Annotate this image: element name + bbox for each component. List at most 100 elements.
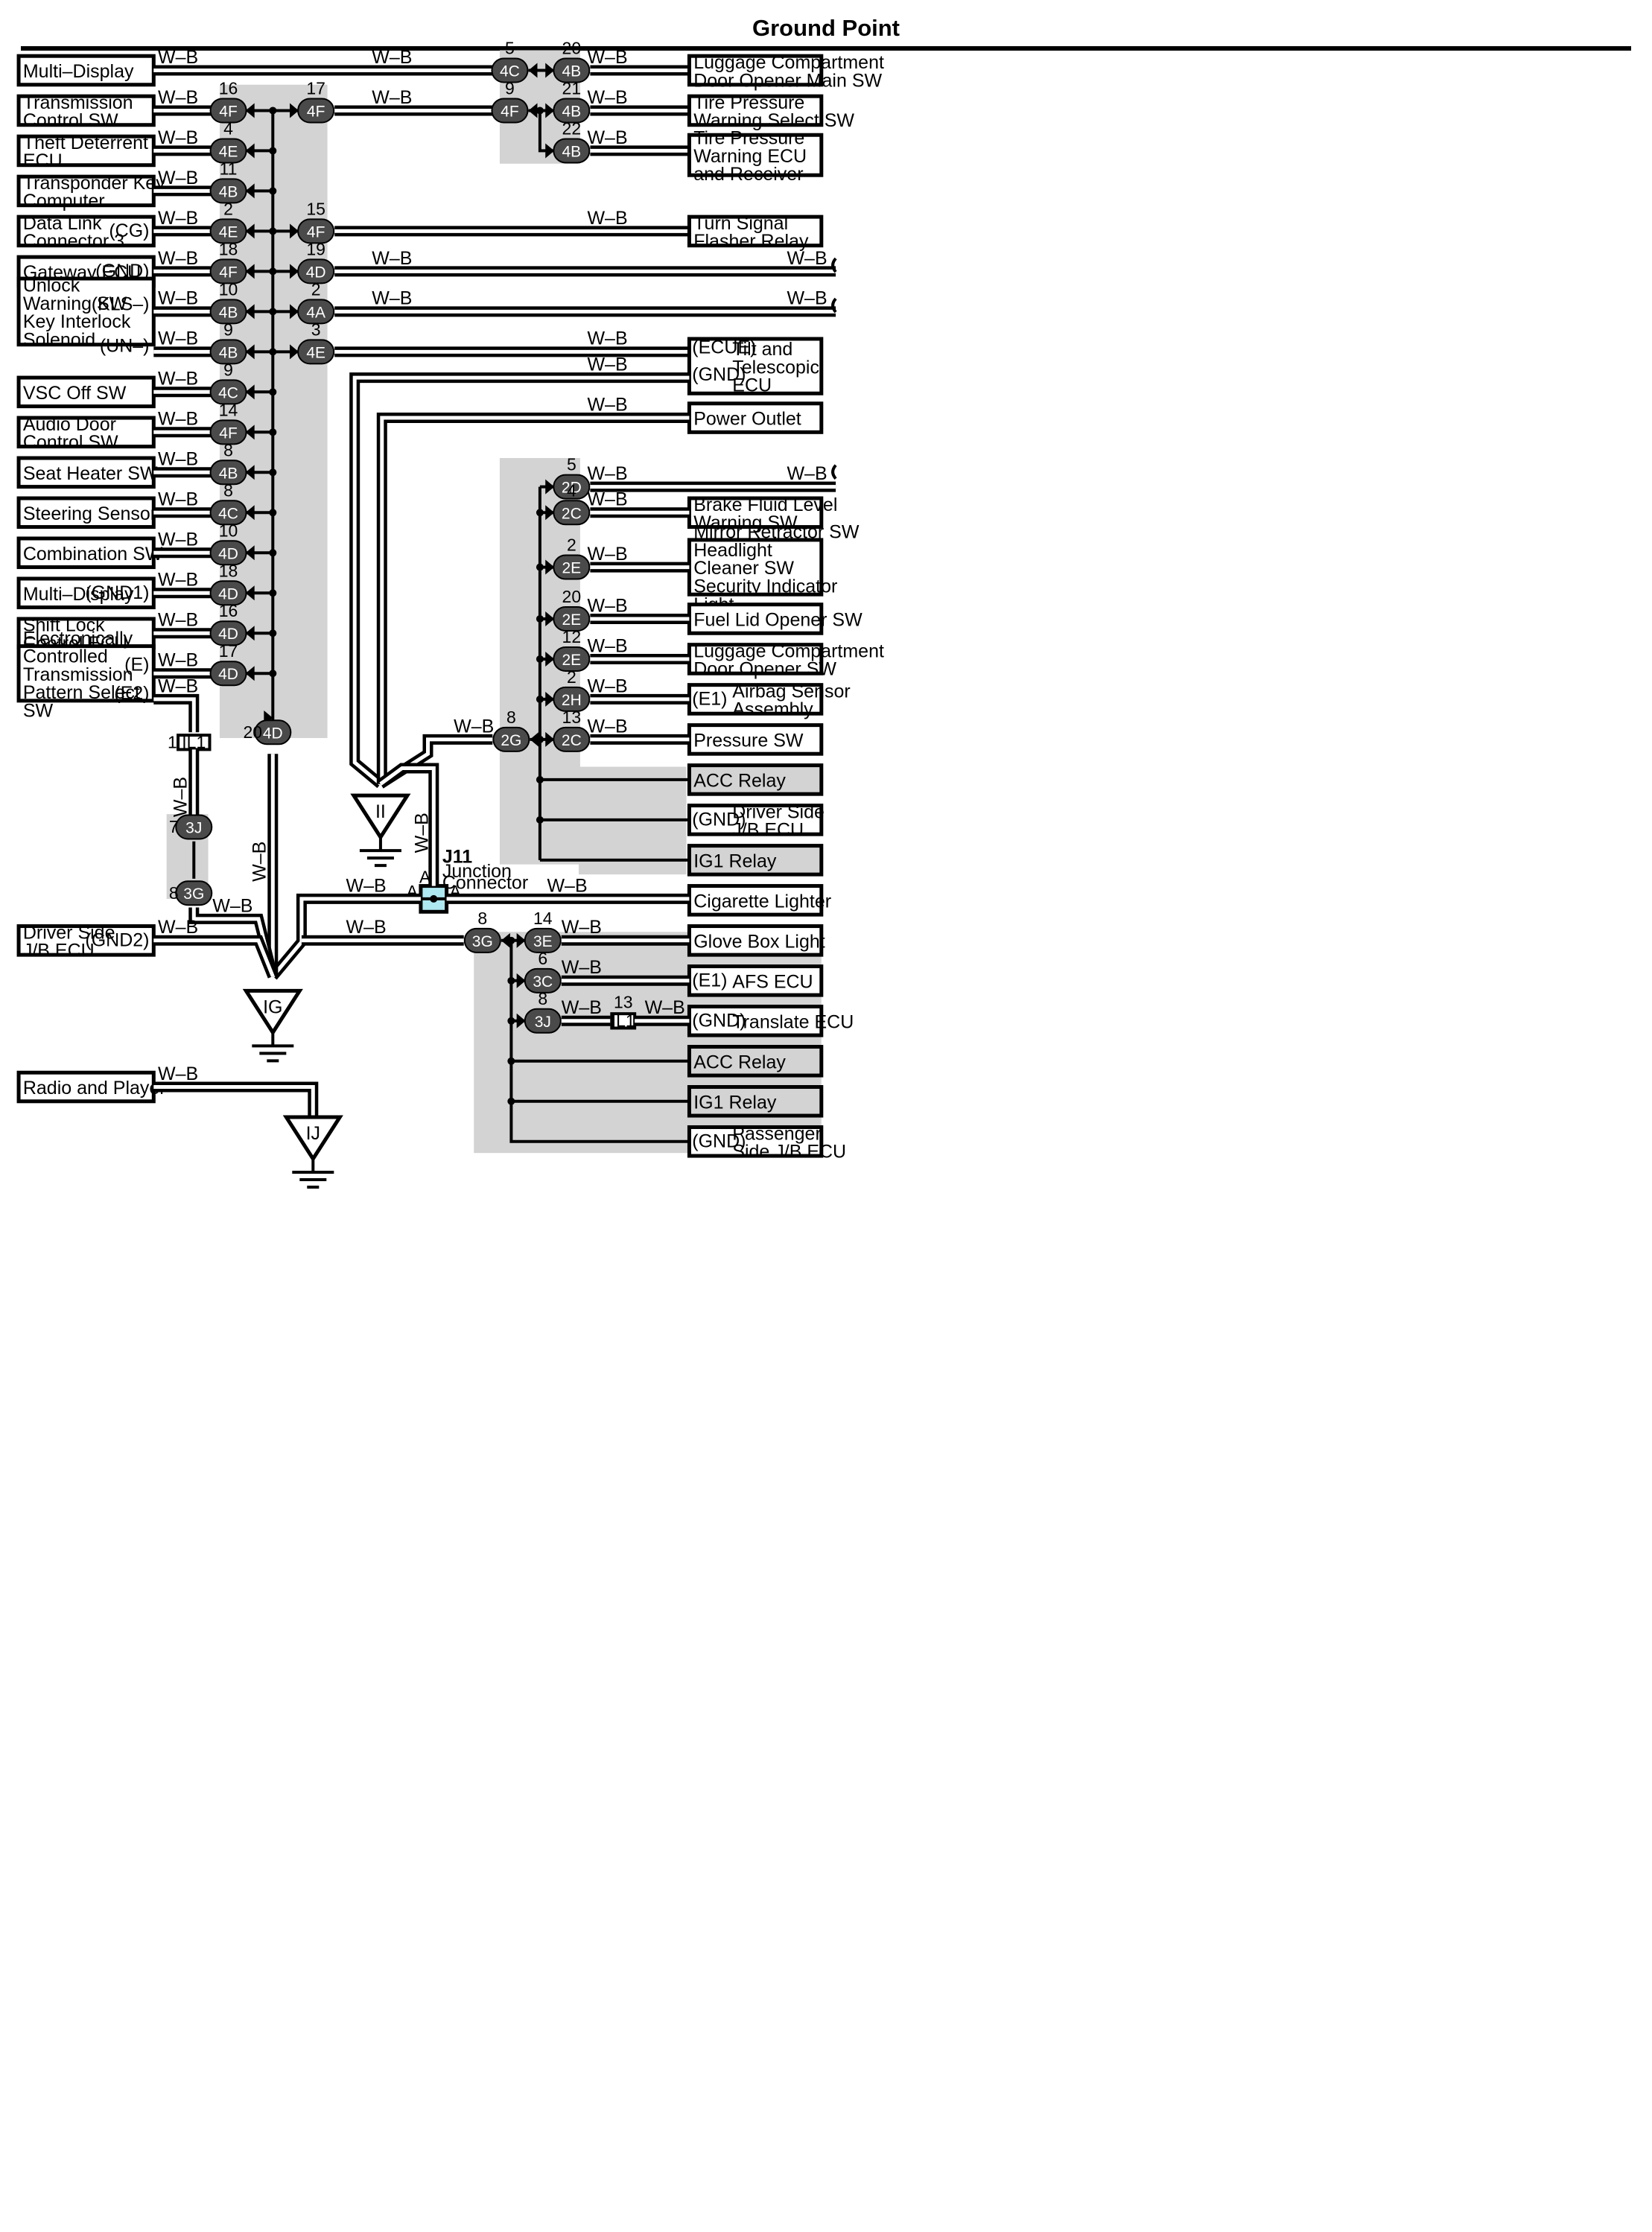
wire-color-label: W–B [158, 570, 198, 591]
junction-dot [536, 655, 544, 663]
terminal-label: (UN–) [100, 335, 150, 356]
pin-number: 2 [567, 667, 576, 687]
junction-dot [536, 775, 544, 783]
connector-label: 2E [562, 611, 582, 629]
wire-color-label: W–B [587, 675, 627, 696]
pin-number: 14 [533, 909, 553, 928]
component-label: Warning Select SW [693, 110, 854, 131]
wire-color-label: W–B [562, 997, 602, 1018]
power-outlet-wire-core [380, 416, 690, 784]
component-label: Headlight [693, 540, 772, 561]
wire-color-label: W–B [158, 917, 198, 938]
terminal-label: (GND) [692, 810, 746, 830]
continuation-mark [831, 464, 837, 480]
component-label: Connector 3 [23, 231, 124, 252]
component-label: Transmission [23, 92, 133, 113]
wire-color-label: W–B [587, 354, 627, 375]
wire-color-label: W–B [158, 675, 198, 696]
connector-label: 2C [562, 732, 582, 749]
component-label: Pressure SW [693, 731, 804, 751]
ground-lines [292, 1158, 334, 1189]
terminal-label: (E1) [692, 689, 727, 710]
junction-dot [507, 1097, 515, 1105]
pin-number: 8 [477, 909, 487, 928]
connector-4E [297, 339, 335, 365]
junction-dot [269, 187, 277, 195]
component-label: Warning SW [693, 512, 798, 533]
connector-label: 4E [219, 223, 238, 241]
wire-color-label: W–B [587, 489, 627, 510]
connector-label: 4B [219, 304, 238, 321]
component-label: IG1 Relay [693, 851, 777, 872]
right-component-box [687, 337, 824, 395]
junction-dot [507, 1057, 515, 1065]
pin-number: 17 [306, 78, 325, 98]
pin-number: 9 [223, 319, 233, 339]
junction-dot [507, 936, 515, 944]
connector-label: 4E [306, 344, 325, 361]
title-rule [21, 46, 1631, 51]
wire-color-label: W–B [454, 716, 494, 737]
connector-arrow [545, 479, 555, 495]
component-label: ECU [732, 375, 772, 396]
pin-number: 6 [538, 949, 547, 968]
connector-label: 4B [562, 103, 582, 120]
pin-number: 9 [505, 78, 515, 98]
component-label: Solenoid [23, 329, 95, 350]
component-label: Flasher Relay [693, 231, 809, 252]
junction-dot [269, 589, 277, 597]
terminal-label: (GND) [692, 364, 746, 385]
terminal-label: (E2) [114, 683, 149, 704]
right-component-box [687, 496, 824, 530]
component-label: Brake Fluid Level [693, 495, 837, 515]
pin-number: 8 [506, 708, 516, 727]
left-component-box [16, 576, 156, 610]
junction-dot [536, 695, 544, 703]
junction-dot [269, 388, 277, 396]
wire-color-label: W–B [587, 208, 627, 229]
component-label: Door Opener Main SW [693, 70, 882, 91]
pin-number: 19 [306, 239, 325, 258]
connector-arrow [516, 932, 526, 948]
ground-lines [359, 837, 401, 868]
junction-dot [430, 894, 438, 903]
pin-number: 4 [223, 118, 233, 138]
connector-arrow [290, 304, 299, 319]
terminal-label: (GND1) [85, 582, 149, 603]
connector-4F [297, 98, 335, 124]
component-label: Multi–Display [23, 584, 134, 605]
wire-color-label: W–B [212, 895, 252, 916]
pin-number: 5 [567, 455, 576, 474]
connector-2C [553, 500, 591, 526]
right-component-box [687, 1005, 824, 1037]
connector-label: 4E [219, 143, 238, 160]
wire-color-label: W–B [158, 288, 198, 309]
pin-number: 16 [219, 601, 238, 620]
connector-arrow [545, 505, 555, 521]
component-label: ECU [23, 150, 63, 171]
component-label: Warning ECU [693, 146, 807, 167]
wire-color-label: W–B [158, 168, 198, 188]
component-label: Cigarette Lighter [693, 891, 831, 912]
connector-label: 2D [562, 480, 582, 497]
right-component-box [687, 884, 824, 917]
connector-4F [491, 98, 529, 124]
component-label: Radio and Player [23, 1078, 166, 1098]
wire-color-label: W–B [587, 544, 627, 565]
connector-arrow [545, 651, 555, 667]
pin-number: 8 [538, 989, 547, 1008]
component-label: and Receiver [693, 164, 803, 185]
left-component-box [16, 1070, 156, 1104]
connector-arrow [290, 344, 299, 360]
connector-4B [553, 138, 591, 164]
connector-label: 4B [219, 183, 238, 200]
component-label: Warning SW [23, 293, 127, 314]
wire-color-label: W–B [158, 530, 198, 550]
right-component-box [687, 214, 824, 248]
left-component-box [16, 496, 156, 530]
component-label: Security Indicator [693, 576, 837, 597]
left-component-box [16, 456, 156, 489]
connector-label: IL1 [182, 732, 206, 751]
wire-color-label: W–B [346, 917, 387, 938]
